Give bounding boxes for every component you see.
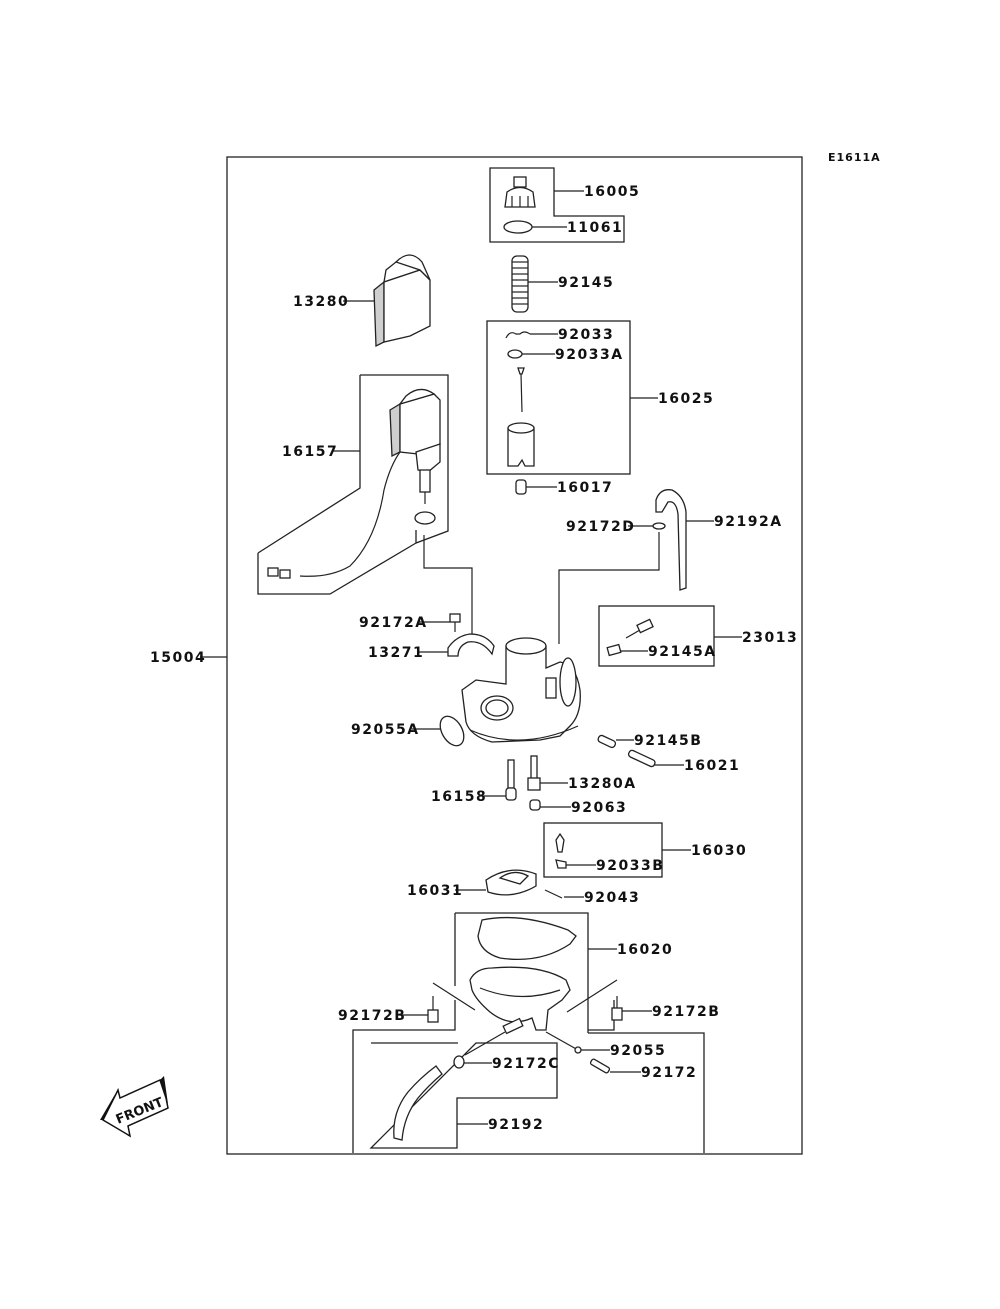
leader-choke-to-body <box>423 535 473 640</box>
part-label-92033B[interactable]: 92033B <box>596 858 664 874</box>
diagram-code: E1611A <box>828 151 881 164</box>
float-valve-part-icon <box>555 832 565 853</box>
part-label-16158[interactable]: 16158 <box>431 789 487 805</box>
part-label-92172C[interactable]: 92172C <box>492 1056 560 1072</box>
front-direction-arrow-icon: FRONT <box>100 1076 169 1138</box>
part-label-16005[interactable]: 16005 <box>584 184 640 200</box>
throttle-screw-part-icon <box>627 749 656 768</box>
part-label-16020[interactable]: 16020 <box>617 942 673 958</box>
needle-part-icon <box>517 367 525 413</box>
part-label-92172B-right[interactable]: 92172B <box>652 1004 720 1020</box>
leader-hose-to-body <box>558 532 660 644</box>
part-label-13280A[interactable]: 13280A <box>568 776 637 792</box>
bowl-gasket-part-icon <box>477 916 577 961</box>
jet-part-icon <box>515 479 527 495</box>
jet-holder-part-icon <box>529 799 541 811</box>
group-box-16020 <box>352 912 705 1153</box>
part-label-13271[interactable]: 13271 <box>368 645 424 661</box>
screw-part-icon <box>449 613 461 632</box>
float-bowl-part-icon <box>469 966 571 1035</box>
clip-a-part-icon <box>507 349 523 359</box>
ring-part-icon <box>503 220 533 234</box>
part-label-92172B-left[interactable]: 92172B <box>338 1008 406 1024</box>
clamp-part-icon <box>652 522 666 530</box>
leader-screw-b-left <box>432 982 476 1011</box>
piston-part-icon <box>507 422 535 467</box>
part-label-92172D[interactable]: 92172D <box>566 519 635 535</box>
auto-choke-part-icon <box>267 388 441 579</box>
part-label-92063[interactable]: 92063 <box>571 800 627 816</box>
group-box-16005 <box>489 167 625 243</box>
carburetor-body-icon <box>461 637 581 743</box>
part-label-16021[interactable]: 16021 <box>684 758 740 774</box>
part-label-92172A[interactable]: 92172A <box>359 615 428 631</box>
leader-oring-path <box>545 1031 579 1051</box>
float-part-icon <box>485 869 537 896</box>
part-label-16025[interactable]: 16025 <box>658 391 714 407</box>
part-label-16030[interactable]: 16030 <box>691 843 747 859</box>
drain-screw-part-icon <box>589 1058 611 1074</box>
part-label-92145A[interactable]: 92145A <box>648 644 717 660</box>
part-label-92033[interactable]: 92033 <box>558 327 614 343</box>
spring-b-part-icon <box>597 734 617 749</box>
part-label-92145B[interactable]: 92145B <box>634 733 702 749</box>
o-ring-small-part-icon <box>574 1046 582 1054</box>
pin-part-icon <box>544 889 563 899</box>
cover-part-icon <box>373 254 431 348</box>
part-label-92055[interactable]: 92055 <box>610 1043 666 1059</box>
clamp-c-part-icon <box>453 1055 465 1069</box>
part-label-23013[interactable]: 23013 <box>742 630 798 646</box>
leader-screw-b-right <box>566 979 618 1013</box>
jet-needle-part-icon <box>505 759 517 801</box>
pilot-screw-part-icon <box>606 618 654 657</box>
drain-hose-part-icon <box>393 1065 443 1141</box>
screw-b-left-part-icon <box>427 996 439 1023</box>
part-label-92145[interactable]: 92145 <box>558 275 614 291</box>
part-label-16157[interactable]: 16157 <box>282 444 338 460</box>
leader-clamp-path <box>464 1031 506 1056</box>
part-label-92043[interactable]: 92043 <box>584 890 640 906</box>
spring-part-icon <box>511 255 529 313</box>
group-box-92192 <box>369 1042 558 1149</box>
part-label-16017[interactable]: 16017 <box>557 480 613 496</box>
vent-hose-part-icon <box>655 489 687 591</box>
part-label-16031[interactable]: 16031 <box>407 883 463 899</box>
part-label-92192[interactable]: 92192 <box>488 1117 544 1133</box>
clip-part-icon <box>505 331 531 339</box>
part-label-15004[interactable]: 15004 <box>150 650 206 666</box>
group-box-23013 <box>598 605 715 667</box>
plate-part-icon <box>447 633 495 657</box>
assembly-frame <box>226 156 803 1155</box>
clip-b-part-icon <box>555 859 567 869</box>
part-label-92172[interactable]: 92172 <box>641 1065 697 1081</box>
cap-part-icon <box>504 176 536 208</box>
screw-b-right-part-icon <box>611 996 623 1021</box>
part-label-92033A[interactable]: 92033A <box>555 347 624 363</box>
part-label-92192A[interactable]: 92192A <box>714 514 783 530</box>
part-label-13280[interactable]: 13280 <box>293 294 349 310</box>
part-label-92055A[interactable]: 92055A <box>351 722 420 738</box>
part-label-11061[interactable]: 11061 <box>567 220 623 236</box>
gasket-part-icon <box>439 715 465 747</box>
group-box-16157 <box>257 374 449 595</box>
main-jet-part-icon <box>527 755 541 791</box>
o-ring-part-icon <box>414 511 436 525</box>
